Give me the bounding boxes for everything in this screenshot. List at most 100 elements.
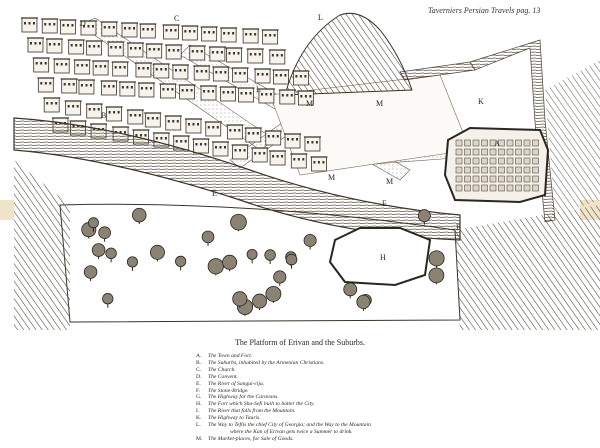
fort-building — [498, 175, 505, 183]
legend-text: The Convent. — [208, 373, 238, 380]
fort-building — [506, 148, 514, 156]
tree — [105, 247, 117, 263]
house — [26, 37, 44, 53]
legend-text: The Highway for the Caravans. — [208, 394, 279, 401]
fort-building — [515, 184, 522, 192]
map-label: M — [306, 99, 313, 108]
legend-item: D. The Convent. — [196, 374, 371, 381]
house — [254, 68, 272, 84]
house — [164, 115, 182, 131]
house — [107, 41, 125, 57]
fort-building — [481, 157, 488, 165]
fort-building — [481, 166, 488, 174]
map-label: B — [101, 111, 106, 120]
tree — [126, 256, 138, 271]
fort-building — [506, 184, 514, 192]
fort-building — [455, 139, 463, 147]
fort-building — [506, 157, 514, 165]
legend-key: D. — [196, 373, 202, 380]
tree — [246, 248, 258, 264]
fort-building — [472, 175, 480, 183]
fort-building — [489, 157, 497, 165]
legend-key — [196, 429, 208, 436]
fields-right — [455, 205, 600, 330]
fort-building — [489, 175, 497, 183]
legend-text: The Market-places, for Sale of Goods. — [208, 435, 294, 442]
fort-building — [515, 175, 522, 183]
map-label: H — [380, 253, 386, 262]
fort-building — [532, 175, 539, 183]
fort-building — [472, 139, 480, 147]
house — [178, 84, 196, 100]
house — [139, 23, 157, 39]
fort-building — [464, 148, 471, 156]
house — [85, 103, 103, 119]
house — [37, 77, 55, 93]
fort-building — [481, 148, 488, 156]
legend-text: The Highway to Tauris. — [208, 415, 261, 422]
legend-item: G. The Highway for the Caravans. — [196, 394, 371, 401]
fort-building — [523, 139, 531, 147]
legend-item: L.The Way to Teflis the chief City of Ge… — [196, 422, 371, 429]
house — [208, 46, 226, 62]
fort-building — [515, 166, 522, 174]
map-label: L — [318, 13, 323, 22]
garden-border — [59, 203, 461, 323]
fort-building — [506, 175, 514, 183]
tree — [343, 282, 358, 299]
legend-key: H. — [196, 401, 202, 408]
tree — [98, 226, 111, 242]
fort-building — [506, 139, 514, 147]
tree — [201, 230, 215, 246]
map-label: E — [212, 189, 217, 198]
legend-text: The Way to Teflis the chief City of Geor… — [208, 422, 371, 429]
house — [184, 118, 202, 134]
tree — [102, 293, 114, 308]
house — [64, 100, 82, 116]
fort-building — [532, 184, 539, 192]
fort-building — [532, 148, 539, 156]
house — [297, 90, 315, 106]
house — [237, 87, 255, 103]
house — [204, 121, 222, 137]
legend-key: G. — [196, 394, 202, 401]
fort-building — [455, 166, 463, 174]
legend-text: The Stone-Bridge. — [208, 387, 249, 394]
legend-text: The Town and Fort. — [208, 353, 253, 359]
tree — [303, 233, 317, 250]
map-label: M — [386, 177, 393, 186]
map-label: M — [328, 173, 335, 182]
legend-text: where the Kan of Erivan gets twice a Sum… — [230, 428, 353, 435]
legend-item: K.The Highway to Tauris. — [196, 415, 371, 422]
house — [246, 48, 264, 64]
house — [118, 81, 136, 97]
fort-building — [464, 184, 471, 192]
tree — [83, 265, 98, 282]
legend-item: A.The Town and Fort. — [196, 353, 371, 360]
fort-building — [464, 157, 471, 165]
legend-item: M.The Market-places, for Sale of Goods. — [196, 436, 371, 443]
legend: A.The Town and Fort.B.The Suburbs, inhab… — [196, 353, 371, 443]
legend-text: The River of Sangui-cija. — [208, 380, 265, 387]
tree — [285, 253, 298, 269]
fort-building — [523, 157, 531, 165]
fort-building — [489, 166, 497, 174]
fort-building — [523, 148, 531, 156]
fields-left — [14, 160, 70, 330]
house — [200, 26, 218, 42]
fort-building — [523, 175, 531, 183]
house — [219, 86, 237, 102]
house — [100, 21, 118, 37]
fort-building — [472, 148, 480, 156]
mountain — [284, 12, 413, 96]
house — [231, 144, 249, 160]
house — [261, 29, 279, 45]
house — [244, 127, 262, 143]
house — [45, 38, 63, 54]
house — [269, 150, 287, 166]
fort-building — [532, 157, 539, 165]
house — [32, 57, 50, 73]
house — [79, 20, 97, 36]
house — [272, 69, 290, 85]
